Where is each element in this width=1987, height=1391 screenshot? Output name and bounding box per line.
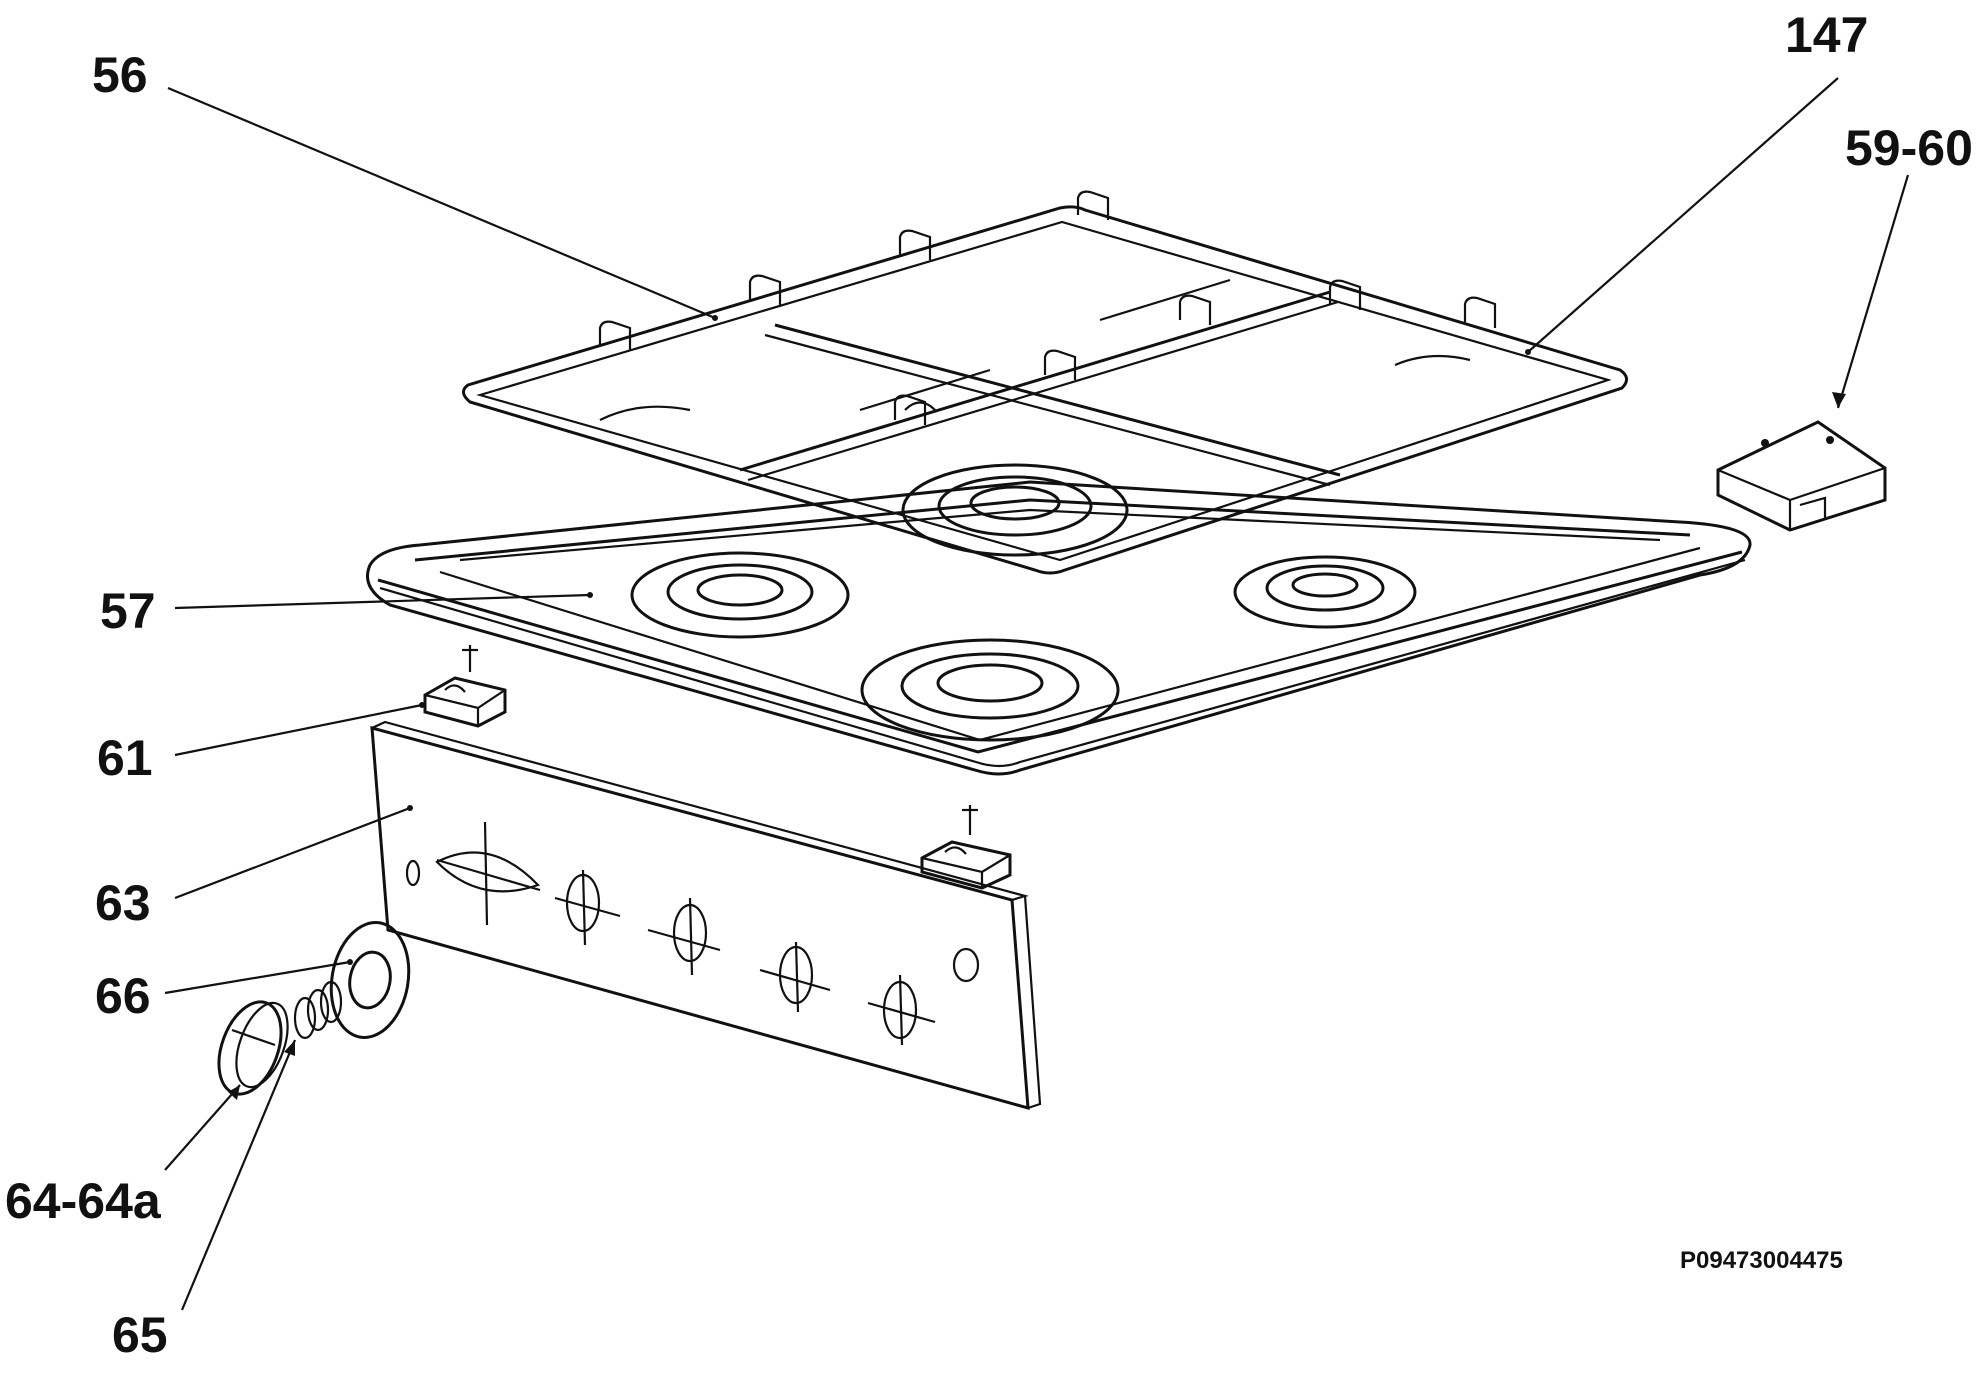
control-panel bbox=[370, 720, 1042, 1111]
drawing-code: P09473004475 bbox=[1680, 1247, 1843, 1274]
label-61: 61 bbox=[97, 730, 153, 786]
bracket-clip-right bbox=[920, 805, 1012, 890]
burner-right bbox=[1233, 555, 1417, 629]
burner-front-center bbox=[860, 638, 1120, 742]
label-56: 56 bbox=[92, 47, 148, 103]
microswitch-block bbox=[1716, 420, 1887, 532]
label-63: 63 bbox=[95, 875, 151, 931]
leader-lines bbox=[164, 77, 1910, 1311]
label-66: 66 bbox=[95, 968, 151, 1024]
label-65: 65 bbox=[112, 1307, 168, 1363]
label-64-64a: 64-64a bbox=[5, 1173, 162, 1229]
bracket-clip-left bbox=[423, 645, 507, 728]
label-59-60: 59-60 bbox=[1845, 120, 1973, 176]
burner-front-left bbox=[630, 551, 850, 639]
hob-top-panel bbox=[366, 480, 1752, 776]
pan-support-grid bbox=[462, 190, 1628, 575]
label-57: 57 bbox=[100, 583, 156, 639]
knob-bezel-ring bbox=[329, 921, 411, 1039]
control-knob bbox=[217, 1000, 289, 1096]
burner-rear-center bbox=[901, 463, 1129, 557]
label-147: 147 bbox=[1785, 7, 1868, 63]
